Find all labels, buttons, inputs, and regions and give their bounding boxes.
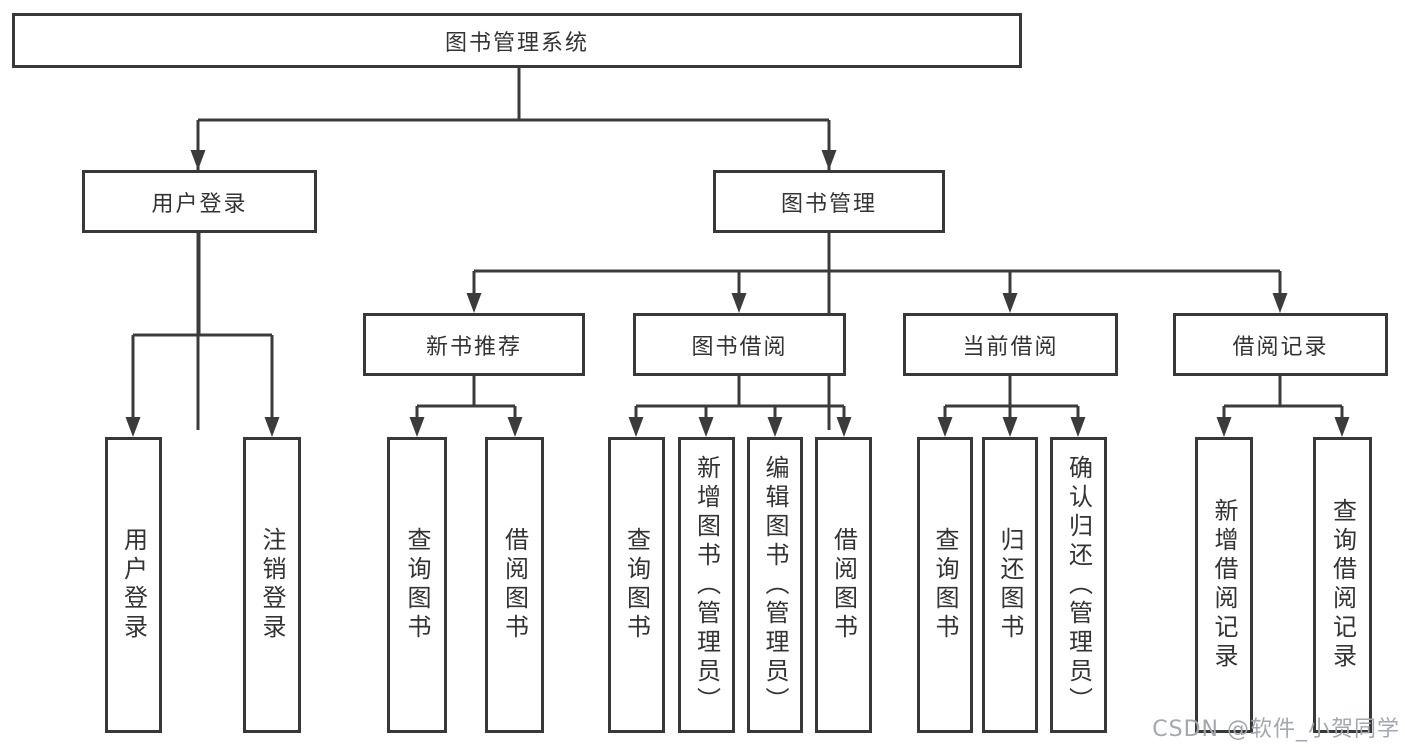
- connector-root-to-level2: [190, 68, 837, 430]
- node-leaf-query-borrow-record: 查询借阅记录: [1313, 437, 1372, 733]
- node-current-borrow: 当前借阅: [903, 313, 1118, 376]
- csdn-watermark: CSDN @软件_小贺同学: [1152, 717, 1400, 742]
- connector-user-login-to-children: [125, 233, 280, 437]
- node-book-management: 图书管理: [713, 170, 945, 233]
- connector-borrow-record-to-children: [1216, 376, 1350, 437]
- node-leaf-add-borrow-record: 新增借阅记录: [1195, 437, 1253, 733]
- node-leaf-edit-book-admin: 编辑图书（管理员）: [747, 437, 803, 733]
- node-book-borrow: 图书借阅: [633, 313, 846, 376]
- connector-book-borrow-to-children: [628, 376, 852, 437]
- node-leaf-query-book-1: 查询图书: [387, 437, 447, 733]
- node-leaf-borrow-book-1: 借阅图书: [485, 437, 544, 733]
- node-borrow-record: 借阅记录: [1173, 313, 1388, 376]
- node-leaf-return-book: 归还图书: [982, 437, 1038, 733]
- node-leaf-logout: 注销登录: [243, 437, 301, 733]
- node-root-system: 图书管理系统: [12, 13, 1022, 68]
- connector-new-book-to-children: [409, 376, 523, 437]
- node-leaf-borrow-book-2: 借阅图书: [815, 437, 872, 733]
- node-new-book-recommend: 新书推荐: [363, 313, 585, 376]
- node-leaf-query-book-2: 查询图书: [608, 437, 665, 733]
- node-leaf-query-book-3: 查询图书: [917, 437, 973, 733]
- node-leaf-add-book-admin: 新增图书（管理员）: [678, 437, 735, 733]
- node-leaf-user-login: 用户登录: [105, 437, 162, 733]
- node-leaf-confirm-return-admin: 确认归还（管理员）: [1050, 437, 1107, 733]
- connector-book-mgmt-to-level3: [466, 233, 1288, 313]
- connector-current-borrow-to-children: [937, 376, 1086, 437]
- node-user-login: 用户登录: [82, 170, 317, 233]
